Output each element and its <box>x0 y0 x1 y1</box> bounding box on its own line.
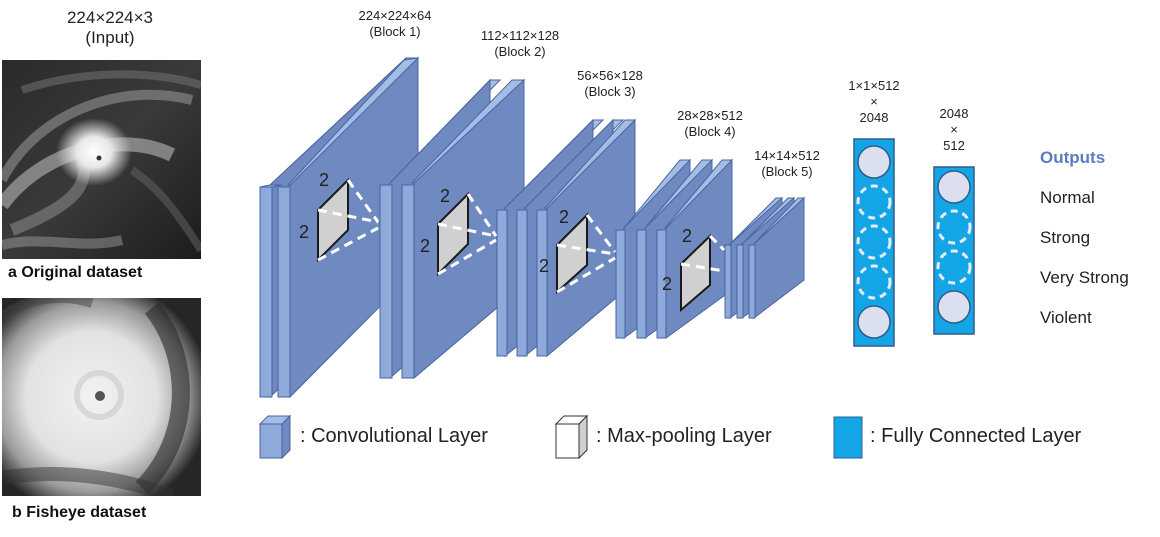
fc2-line1: 2048 <box>939 106 969 121</box>
satellite-image-fisheye <box>2 298 201 496</box>
legend-pool-label: : Max-pooling Layer <box>596 425 772 447</box>
pool3-width-label: 2 <box>559 207 570 227</box>
fc-layer-2 <box>933 166 975 335</box>
fc1-line2: × <box>870 94 878 109</box>
block1-size: 224×224×64 <box>358 8 432 23</box>
input-size-label: 224×224×3 (Input) <box>20 8 200 48</box>
pool4-height-label: 2 <box>662 274 673 294</box>
typhoon-fisheye-graphic <box>2 298 201 496</box>
block4-name: (Block 4) <box>684 124 736 139</box>
pooling-kernel-1 <box>317 177 380 263</box>
pool3-height-label: 2 <box>539 256 550 276</box>
satellite-image-original <box>2 60 201 259</box>
block2-label: 112×112×128 (Block 2) <box>460 28 580 60</box>
outputs-heading: Outputs <box>1040 148 1106 167</box>
output-class-normal: Normal <box>1040 188 1095 207</box>
pool1-height-label: 2 <box>299 222 310 242</box>
block5-name: (Block 5) <box>761 164 813 179</box>
caption-fisheye-dataset: b Fisheye dataset <box>12 504 147 521</box>
fc2-line2: × <box>950 122 958 137</box>
block3-name: (Block 3) <box>584 84 636 99</box>
fc2-label: 2048 × 512 <box>924 106 984 154</box>
output-class-strong: Strong <box>1040 228 1091 247</box>
block5-size: 14×14×512 <box>754 148 820 163</box>
pooling-kernel-4 <box>680 233 726 313</box>
block3-label: 56×56×128 (Block 3) <box>560 68 660 100</box>
block1-name: (Block 1) <box>369 24 421 39</box>
block3-size: 56×56×128 <box>577 68 643 83</box>
legend-fc-swatch <box>833 416 863 459</box>
block1-label: 224×224×64 (Block 1) <box>340 8 450 40</box>
caption-original-dataset: a Original dataset <box>8 264 143 281</box>
fc2-line3: 512 <box>943 138 965 153</box>
block5-label: 14×14×512 (Block 5) <box>742 148 832 180</box>
legend-conv-label: : Convolutional Layer <box>300 425 488 447</box>
output-class-very-strong: Very Strong <box>1040 268 1129 287</box>
legend-conv-swatch <box>258 414 292 460</box>
block4-label: 28×28×512 (Block 4) <box>660 108 760 140</box>
pool4-width-label: 2 <box>682 226 693 246</box>
fc-layer-1 <box>853 138 895 347</box>
legend-pool-swatch <box>554 414 589 460</box>
block5-conv-layers <box>724 196 806 320</box>
fc1-label: 1×1×512 × 2048 <box>834 78 914 126</box>
legend-fc-label: : Fully Connected Layer <box>870 425 1082 447</box>
block2-size: 112×112×128 <box>480 28 560 43</box>
fc1-line1: 1×1×512 <box>848 78 900 93</box>
pooling-kernel-2 <box>437 191 498 277</box>
pool2-width-label: 2 <box>440 186 451 206</box>
pool2-height-label: 2 <box>420 236 431 256</box>
pooling-kernel-3 <box>556 212 617 295</box>
output-class-violent: Violent <box>1040 308 1092 327</box>
block2-name: (Block 2) <box>494 44 546 59</box>
block4-size: 28×28×512 <box>677 108 743 123</box>
input-dimensions: 224×224×3 <box>66 8 154 27</box>
typhoon-original-graphic <box>2 60 201 259</box>
fc1-line3: 2048 <box>859 110 889 125</box>
input-role: (Input) <box>85 28 135 47</box>
block3-conv-layers <box>496 118 637 358</box>
pool1-width-label: 2 <box>319 170 330 190</box>
